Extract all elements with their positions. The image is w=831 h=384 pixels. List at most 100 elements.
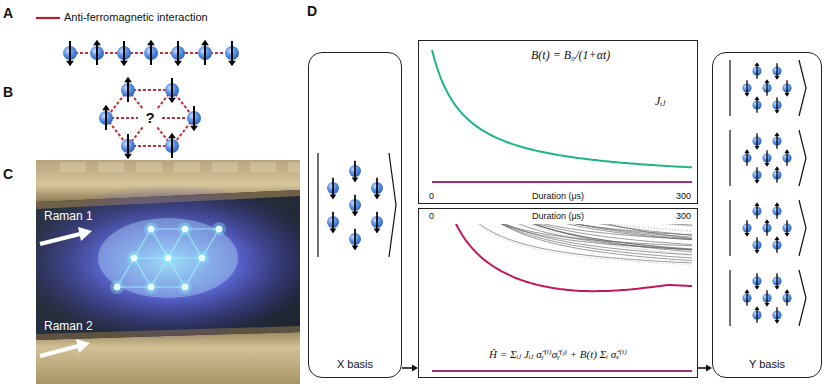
node-text: 0 bbox=[429, 191, 434, 201]
spin-arrow bbox=[746, 291, 747, 305]
spin-arrow bbox=[756, 308, 757, 322]
spin-arrow bbox=[123, 41, 125, 63]
node-text: Jᵢⱼ bbox=[655, 95, 665, 109]
spin bbox=[752, 62, 761, 79]
spin-arrowhead bbox=[744, 93, 749, 97]
spin bbox=[121, 134, 135, 159]
spin-arrowhead bbox=[374, 195, 381, 200]
spin-arrow bbox=[127, 80, 129, 102]
ion bbox=[216, 226, 223, 233]
spin-arrowhead bbox=[774, 286, 779, 290]
spin bbox=[752, 237, 761, 254]
spin bbox=[752, 133, 761, 150]
energy-curve bbox=[432, 224, 692, 226]
spin-arrow bbox=[766, 81, 767, 95]
electrode-segment bbox=[250, 162, 276, 172]
spin-arrowhead bbox=[168, 133, 176, 139]
energy-curve bbox=[432, 224, 692, 246]
spin bbox=[772, 202, 781, 219]
spin-arrowhead bbox=[774, 132, 779, 136]
spin bbox=[772, 63, 781, 80]
ion-halo bbox=[178, 222, 192, 236]
ion bbox=[182, 226, 189, 233]
node-text: Duration (μs) bbox=[532, 191, 584, 201]
coupling-line bbox=[432, 181, 692, 183]
spin-arrow bbox=[776, 168, 777, 182]
spin-arrowhead bbox=[102, 105, 110, 111]
spin-arrow bbox=[171, 78, 173, 100]
spin bbox=[349, 195, 361, 217]
ion-halo bbox=[110, 280, 124, 294]
spin-arrow bbox=[231, 41, 233, 63]
spin-arrowhead bbox=[174, 61, 182, 67]
spin-arrow bbox=[332, 212, 334, 231]
arrow-line bbox=[402, 367, 412, 369]
spin-arrowhead bbox=[66, 61, 74, 67]
spin bbox=[165, 133, 179, 158]
flow-arrow bbox=[698, 365, 712, 372]
spin-arrow bbox=[756, 133, 757, 147]
node-text: 300 bbox=[676, 211, 691, 221]
spin bbox=[121, 77, 135, 102]
ket-angle bbox=[799, 130, 806, 186]
ion bbox=[148, 284, 155, 291]
energy-curve bbox=[432, 224, 692, 239]
spin bbox=[752, 167, 761, 184]
spin-arrowhead bbox=[764, 219, 769, 223]
spin-arrowhead bbox=[744, 233, 749, 237]
spin-arrowhead bbox=[784, 149, 789, 153]
spin-arrowhead bbox=[754, 180, 759, 184]
spin-arrow bbox=[786, 220, 787, 234]
spin bbox=[225, 41, 239, 66]
spin-arrowhead bbox=[754, 96, 759, 100]
spin bbox=[772, 166, 781, 183]
spin-arrowhead bbox=[754, 202, 759, 206]
laser-core bbox=[98, 218, 238, 298]
spin-arrowhead bbox=[784, 233, 789, 237]
label-text: C bbox=[3, 166, 13, 182]
coupling-line bbox=[432, 370, 692, 372]
plot-panel: Ĥ = Σᵢⱼ Jᵢⱼ σ̂ᵧ⁽ⁱ⁾σ̂ᵧ⁽ʲ⁾ + B(t) Σᵢ σ̂ₓ⁽ⁱ… bbox=[418, 208, 698, 378]
energy-curve bbox=[432, 224, 692, 225]
spin bbox=[171, 41, 185, 66]
energy-curve bbox=[432, 224, 692, 245]
spin-arrowhead bbox=[330, 195, 337, 200]
label-text: Raman 2 bbox=[44, 320, 93, 334]
spin bbox=[772, 307, 781, 324]
spin-arrow bbox=[786, 80, 787, 94]
label-text: A bbox=[3, 5, 13, 21]
legend-line bbox=[36, 17, 60, 19]
node-text: Ĥ = Σᵢⱼ Jᵢⱼ σ̂ᵧ⁽ⁱ⁾σ̂ᵧ⁽ʲ⁾ + B(t) Σᵢ σ̂ₓ⁽ⁱ… bbox=[489, 348, 627, 361]
spin bbox=[349, 161, 361, 183]
node-text: X basis bbox=[337, 358, 373, 371]
spin-arrow bbox=[69, 41, 71, 63]
raman-arrowhead bbox=[76, 339, 90, 353]
ket-bar bbox=[317, 153, 318, 257]
ket-angle bbox=[799, 200, 806, 256]
spin-arrow bbox=[776, 204, 777, 218]
spin-arrowhead bbox=[774, 202, 779, 206]
spin-arrow bbox=[756, 98, 757, 112]
ket-angle bbox=[799, 270, 806, 326]
ion bbox=[148, 226, 155, 233]
ion-halo bbox=[178, 280, 192, 294]
plot-panel: B(t) = B₀/(1+αt)Jᵢⱼ0Duration (μs)300 bbox=[418, 40, 698, 204]
arrow-line bbox=[698, 367, 706, 369]
spin-arrow bbox=[376, 212, 378, 231]
spin bbox=[327, 212, 339, 234]
ion-halo bbox=[144, 280, 158, 294]
spin bbox=[742, 220, 751, 237]
spin-arrow bbox=[786, 151, 787, 165]
spin-arrowhead bbox=[374, 229, 381, 234]
ground-state-curve bbox=[432, 224, 692, 291]
spin-arrowhead bbox=[754, 62, 759, 66]
ion-halo bbox=[127, 251, 141, 265]
spin bbox=[782, 289, 791, 306]
spin-arrowhead bbox=[352, 212, 359, 217]
trap-illustration bbox=[36, 160, 300, 384]
spin bbox=[144, 40, 158, 65]
spin-arrowhead bbox=[744, 149, 749, 153]
spin bbox=[99, 105, 113, 130]
spin-arrowhead bbox=[352, 178, 359, 183]
spin-arrow bbox=[746, 220, 747, 234]
